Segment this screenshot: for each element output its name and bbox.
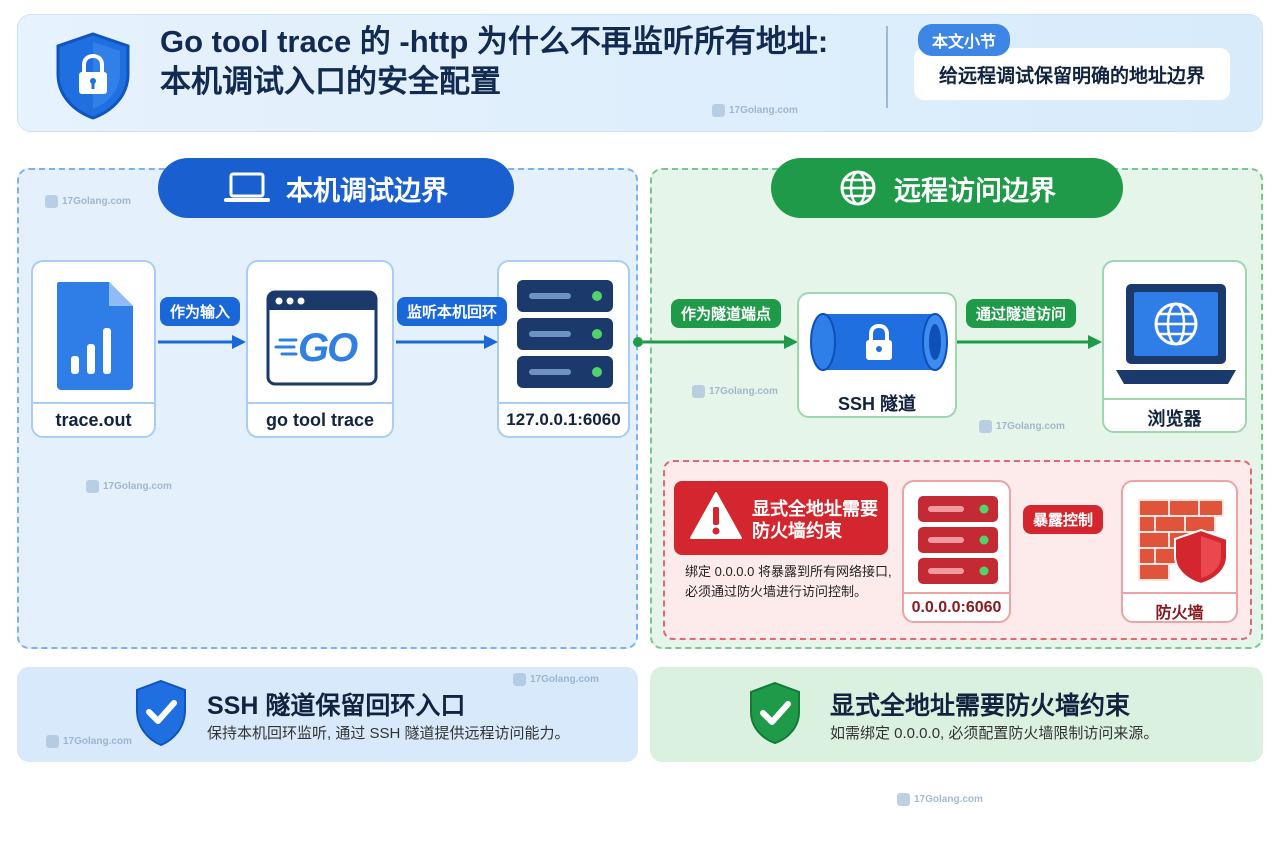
- tunnel-lock-icon: [810, 313, 948, 371]
- arrow-label-via-tunnel: 通过隧道访问: [966, 299, 1077, 328]
- title-line-2: 本机调试入口的安全配置: [160, 64, 501, 99]
- watermark: 17Golang.com: [86, 480, 172, 493]
- summary-right-desc: 如需绑定 0.0.0.0, 必须配置防火墙限制访问来源。: [830, 725, 1159, 742]
- browser-label: 浏览器: [1104, 398, 1245, 431]
- warning-text: 显式全地址需要 防火墙约束: [752, 499, 878, 541]
- go-tool-trace-node: GO go tool trace: [246, 260, 394, 438]
- loopback-address-label: 127.0.0.1:6060: [499, 402, 628, 430]
- trace-file-label: trace.out: [33, 402, 154, 431]
- header-divider: [886, 26, 888, 108]
- server-icon: [918, 496, 998, 584]
- arrow-label-listen-loopback: 监听本机回环: [397, 297, 508, 326]
- title-line-1: Go tool trace 的 -http 为什么不再监听所有地址:: [160, 24, 829, 59]
- all-address-label: 0.0.0.0:6060: [904, 592, 1009, 617]
- watermark: 17Golang.com: [45, 195, 131, 208]
- firewall-icon: [1138, 499, 1228, 586]
- ssh-tunnel-node: SSH 隧道: [797, 292, 957, 418]
- firewall-node: 防火墙: [1121, 480, 1238, 623]
- watermark: 17Golang.com: [979, 420, 1065, 433]
- firewall-label: 防火墙: [1123, 592, 1236, 623]
- summary-left-desc: 保持本机回环监听, 通过 SSH 隧道提供远程访问能力。: [207, 725, 570, 742]
- watermark: 17Golang.com: [692, 385, 778, 398]
- section-text-box: 给远程调试保留明确的地址边界: [914, 48, 1230, 100]
- shield-check-icon: [750, 681, 800, 745]
- page-title: Go tool trace 的 -http 为什么不再监听所有地址: 本机调试入…: [160, 22, 890, 102]
- file-chart-icon: [57, 282, 133, 390]
- remote-panel-title: 远程访问边界: [771, 158, 1123, 218]
- browser-node: 浏览器: [1102, 260, 1247, 433]
- loopback-server-node: 127.0.0.1:6060: [497, 260, 630, 438]
- go-window-icon: [266, 290, 378, 386]
- exposure-description: 绑定 0.0.0.0 将暴露到所有网络接口, 必须通过防火墙进行访问控制。: [685, 564, 892, 599]
- watermark: 17Golang.com: [897, 793, 983, 806]
- summary-right-title: 显式全地址需要防火墙约束: [830, 692, 1131, 720]
- summary-left-title: SSH 隧道保留回环入口: [207, 692, 466, 720]
- ssh-tunnel-label: SSH 隧道: [837, 394, 916, 414]
- all-address-server-node: 0.0.0.0:6060: [902, 480, 1011, 623]
- go-tool-trace-label: go tool trace: [248, 402, 392, 431]
- watermark: 17Golang.com: [712, 104, 798, 117]
- laptop-icon: [224, 172, 270, 202]
- browser-globe-icon: [1116, 284, 1236, 384]
- shield-lock-icon: [56, 32, 130, 120]
- local-panel-title: 本机调试边界: [158, 158, 514, 218]
- watermark: 17Golang.com: [513, 673, 599, 686]
- summary-ssh-tunnel: [17, 667, 638, 762]
- arrow-label-tunnel-endpoint: 作为隧道端点: [671, 299, 782, 328]
- globe-icon: [840, 170, 876, 206]
- trace-file-node: trace.out: [31, 260, 156, 438]
- section-tag: 本文小节: [918, 24, 1011, 56]
- section-text: 给远程调试保留明确的地址边界: [938, 65, 1205, 87]
- shield-check-icon: [136, 679, 186, 747]
- warning-icon: [690, 492, 742, 539]
- arrow-label-input: 作为输入: [160, 297, 241, 326]
- arrow-label-exposure-control: 暴露控制: [1023, 505, 1104, 534]
- watermark: 17Golang.com: [46, 735, 132, 748]
- server-icon: [517, 280, 613, 388]
- go-logo: GO: [298, 326, 358, 370]
